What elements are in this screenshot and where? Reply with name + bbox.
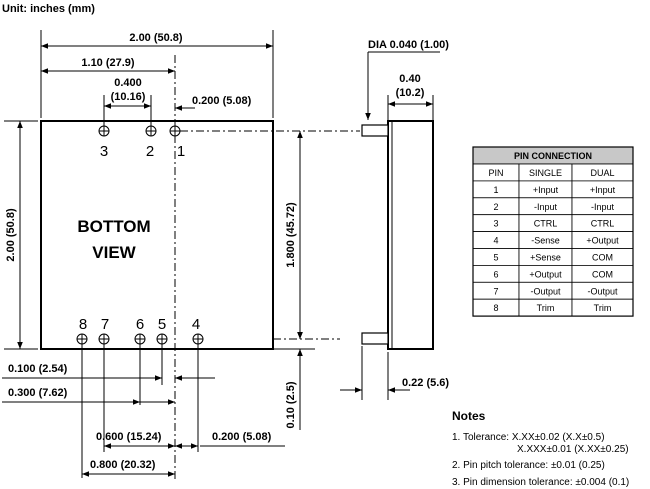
dim-thickness: 0.22 (5.6) [402, 377, 449, 389]
pin-table-cell: -Sense [531, 236, 560, 246]
pin-table-cell: CTRL [534, 219, 558, 229]
pin-table-cell: +Input [533, 185, 559, 195]
pin-table-cell: COM [592, 253, 613, 263]
side-pin-top [361, 124, 389, 137]
pin-connection-table: PIN CONNECTION PIN SINGLE DUAL 1 +Input +Input… [472, 146, 634, 317]
pin-7 [98, 333, 110, 345]
pin-table-cell: CTRL [591, 219, 615, 229]
pin-table-cell: +Output [529, 269, 562, 279]
pin-table-cell: 6 [493, 269, 498, 279]
dim-bottom-edge-offset: 0.10 (2.5) [285, 381, 297, 428]
pin-4 [192, 333, 204, 345]
pin-table-header: DUAL [590, 168, 614, 178]
pin-label-7: 7 [101, 316, 109, 333]
dim-width-to-pin1: 1.10 (27.9) [81, 57, 135, 69]
pin-3 [98, 125, 110, 137]
pin-label-4: 4 [192, 316, 200, 333]
pin-table-cell: 2 [493, 202, 498, 212]
dim-pin5-offset: 0.100 (2.54) [8, 363, 68, 375]
note-1: 1. Tolerance: X.XX±0.02 (X.X±0.5) [452, 432, 605, 443]
dim-pin-length-a: 0.40 [399, 73, 420, 85]
pin-label-1: 1 [177, 143, 185, 160]
pin-table-cell: 8 [493, 303, 498, 313]
pin-table-cell: -Output [530, 286, 561, 296]
side-pin-bottom [361, 332, 389, 345]
pin-table-cell: +Input [590, 185, 616, 195]
pin-2 [145, 125, 157, 137]
pin-table-header: SINGLE [529, 168, 562, 178]
pin-label-2: 2 [146, 143, 154, 160]
pin-table-cell: 1 [493, 185, 498, 195]
unit-label: Unit: inches (mm) [2, 3, 95, 15]
dim-pin7-offset: 0.600 (15.24) [96, 431, 162, 443]
pin-table-cell: -Output [587, 286, 618, 296]
note-3: 3. Pin dimension tolerance: ±0.004 (0.1) [452, 477, 629, 488]
pin-5 [156, 333, 168, 345]
dim-pin6-offset: 0.300 (7.62) [8, 387, 68, 399]
dim-pin-pitch-top-b: (10.16) [111, 91, 146, 103]
pin-label-6: 6 [136, 316, 144, 333]
pin-table-cell: COM [592, 269, 613, 279]
dim-pin1-offset: 0.200 (5.08) [192, 95, 252, 107]
pin-label-3: 3 [100, 143, 108, 160]
dim-pin-pitch-top-a: 0.400 [114, 77, 142, 89]
pin-table-header: PIN [488, 168, 503, 178]
pin-table-cell: 7 [493, 286, 498, 296]
view-label-line1: BOTTOM [77, 217, 150, 236]
dim-pin4-offset: 0.200 (5.08) [212, 431, 272, 443]
pin-table-cell: Trim [594, 303, 612, 313]
module-body-bottom-view [40, 120, 274, 350]
pin-table-cell: 4 [493, 236, 498, 246]
pin-table-cell: +Output [586, 236, 619, 246]
pin-table-cell: +Sense [530, 253, 561, 263]
pin-label-5: 5 [158, 316, 166, 333]
dim-pin8-offset: 0.800 (20.32) [90, 459, 156, 471]
note-1b: X.XXX±0.01 (X.XX±0.25) [517, 444, 629, 455]
pin-8 [76, 333, 88, 345]
pin-table-cell: Trim [537, 303, 555, 313]
dim-pin-length-b: (10.2) [396, 87, 425, 99]
pin-table-cell: 5 [493, 253, 498, 263]
notes-title: Notes [452, 409, 486, 423]
note-2: 2. Pin pitch tolerance: ±0.01 (0.25) [452, 460, 605, 471]
module-body-side-view [387, 120, 434, 350]
pin-table-title: PIN CONNECTION [514, 151, 592, 161]
pin-6 [134, 333, 146, 345]
dim-pin-dia: DIA 0.040 (1.00) [368, 39, 449, 51]
pin-table-cell: 3 [493, 219, 498, 229]
pin-table-cell: -Input [534, 202, 558, 212]
dim-pin-row-spacing: 1.800 (45.72) [285, 202, 297, 268]
pin-table-border [472, 146, 634, 317]
dim-total-height: 2.00 (50.8) [5, 208, 17, 262]
pin-table-cell: -Input [591, 202, 615, 212]
pin-label-8: 8 [79, 316, 87, 333]
dim-total-width: 2.00 (50.8) [129, 32, 183, 44]
view-label-line2: VIEW [92, 243, 136, 262]
